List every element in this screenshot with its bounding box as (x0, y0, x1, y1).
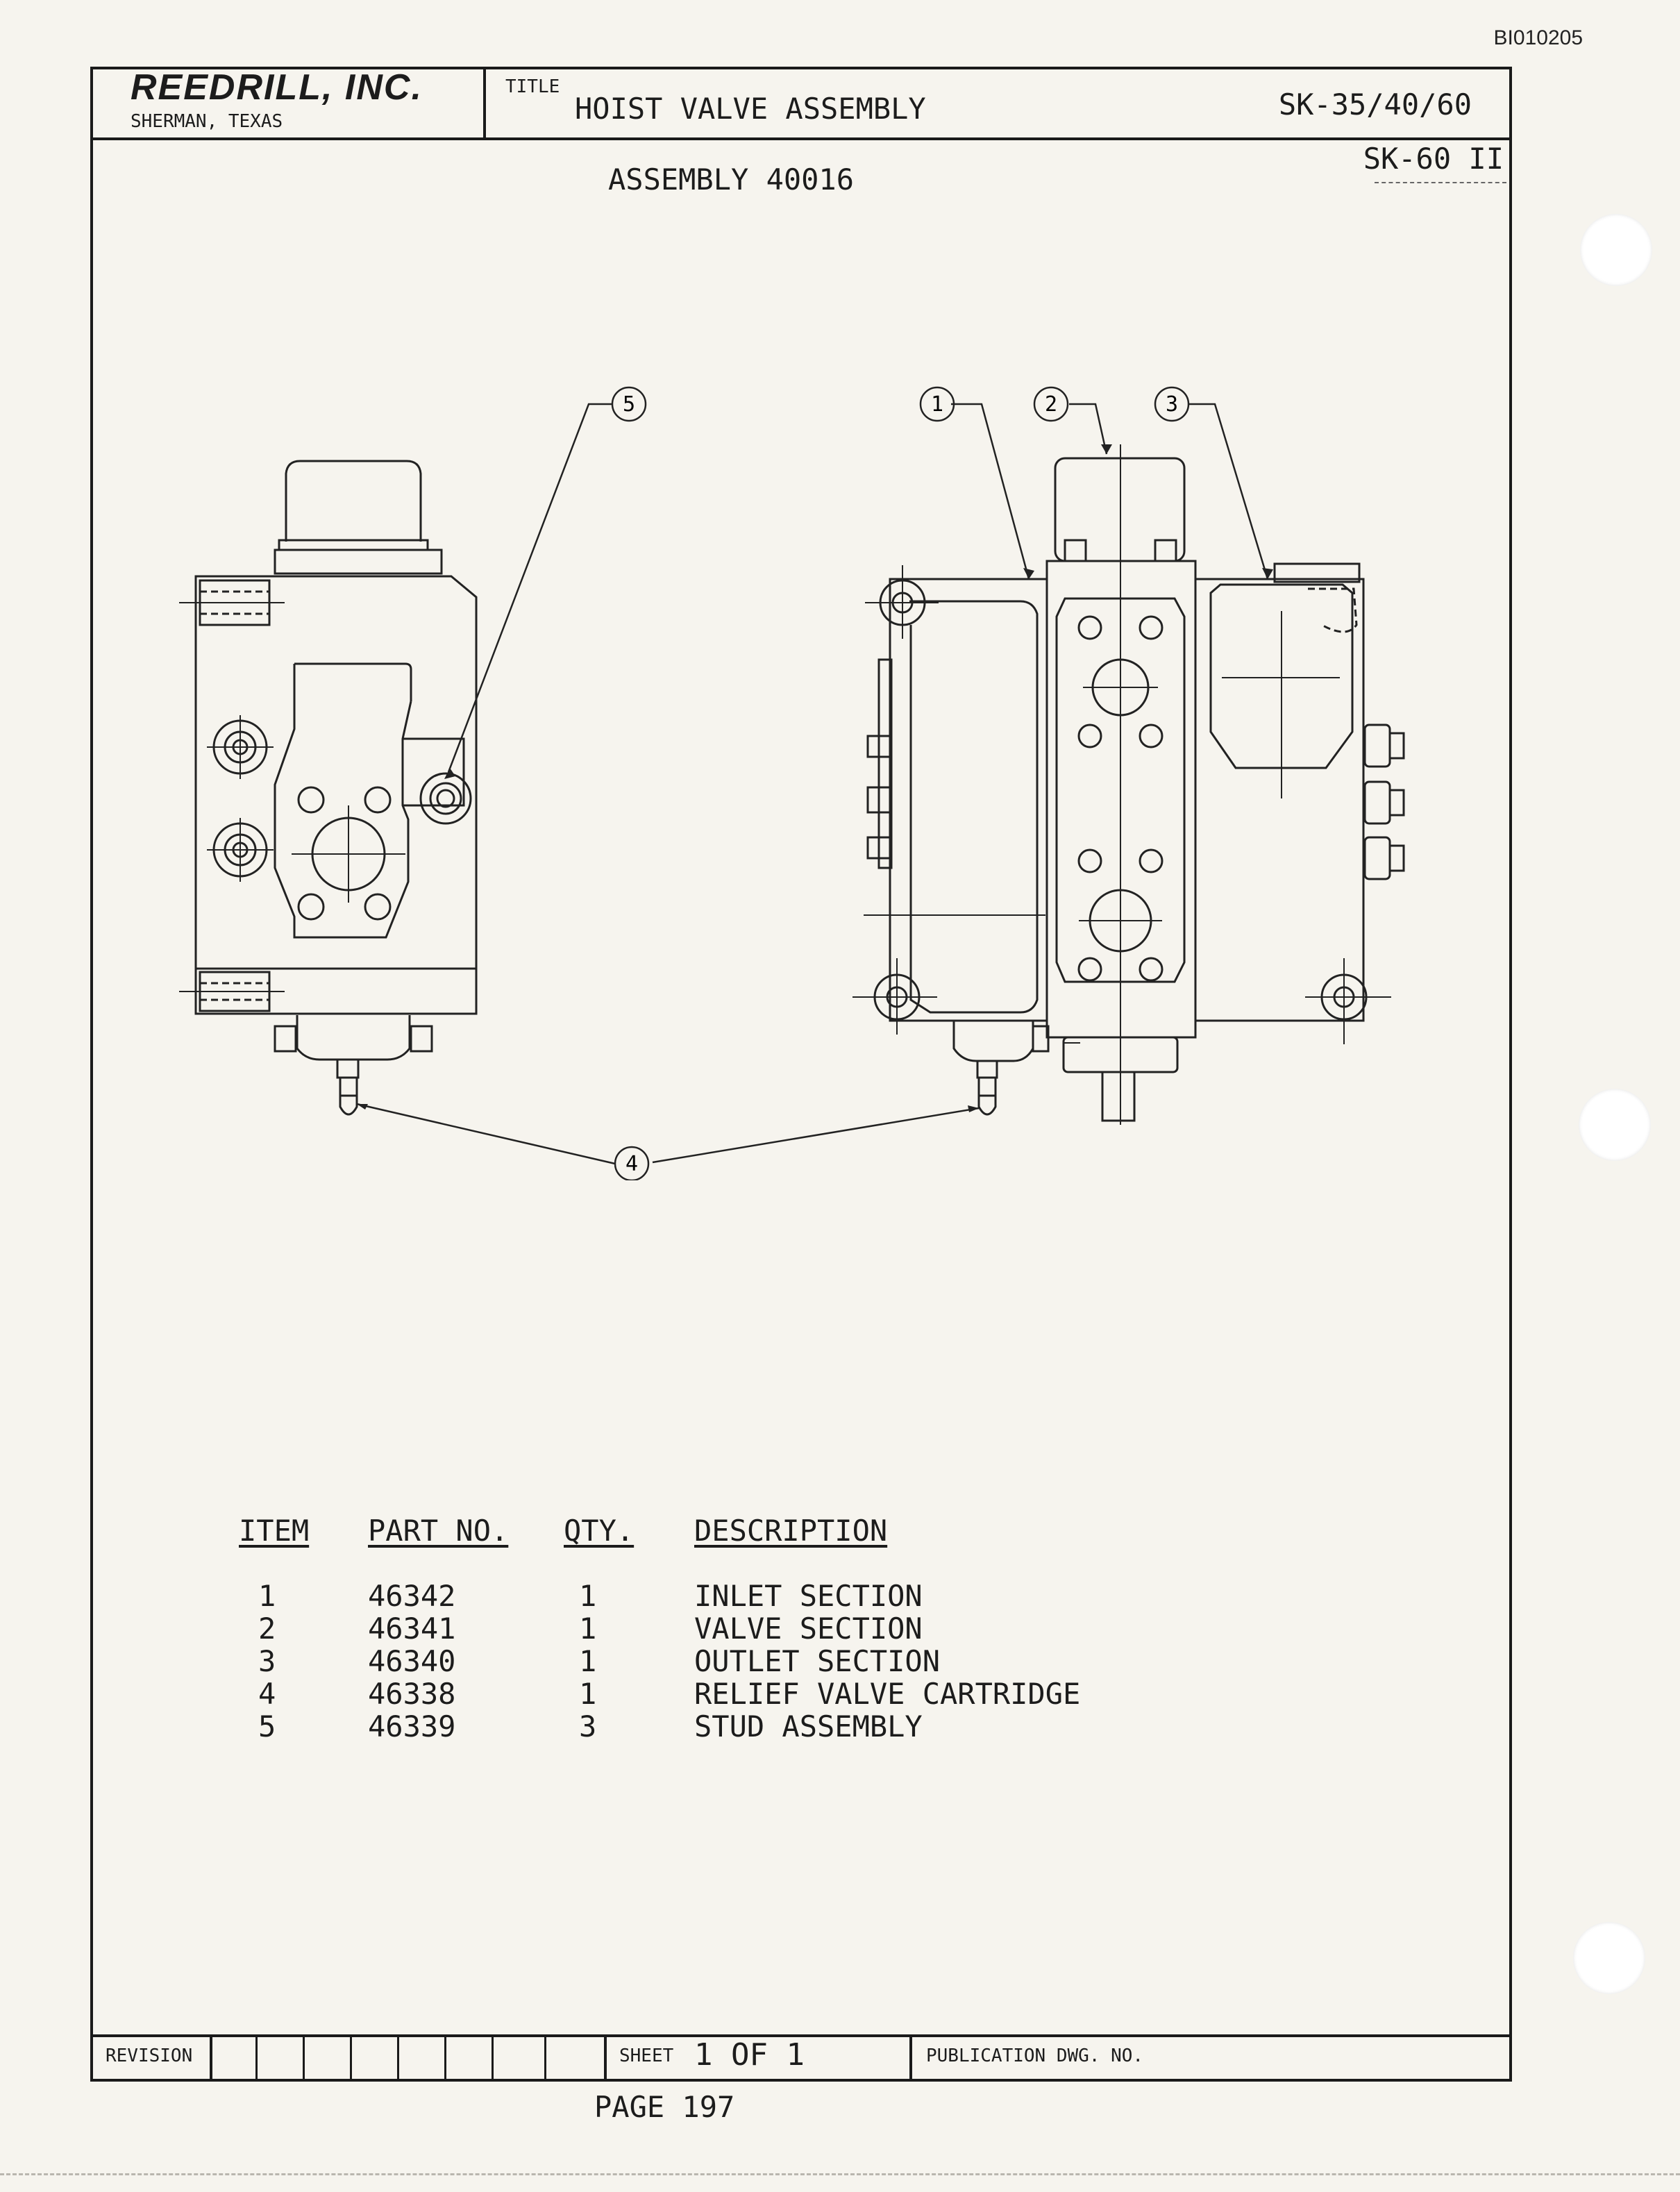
valve-drawing: 5 1 2 3 4 (179, 386, 1405, 1180)
row-qty: 1 (579, 1644, 597, 1678)
revision-box (544, 2034, 546, 2082)
row-item: 1 (258, 1579, 276, 1613)
drawing-frame (90, 67, 1512, 2082)
revision-divider (210, 2034, 212, 2082)
row-description: OUTLET SECTION (694, 1644, 941, 1678)
revision-label: REVISION (106, 2045, 193, 2066)
punch-hole (1573, 1922, 1645, 1994)
row-part-no: 46342 (368, 1579, 456, 1613)
sheet-divider (604, 2034, 607, 2082)
revision-box (444, 2034, 446, 2082)
revision-box (255, 2034, 258, 2082)
model-numbers: SK-35/40/60 (1278, 87, 1472, 122)
row-part-no: 46340 (368, 1644, 456, 1678)
row-qty: 1 (579, 1677, 597, 1711)
row-description: STUD ASSEMBLY (694, 1709, 923, 1743)
callout-3: 3 (1154, 386, 1190, 422)
document-id: BI010205 (1493, 26, 1583, 49)
row-item: 5 (258, 1709, 276, 1743)
callout-label-5: 5 (623, 392, 635, 417)
row-item: 3 (258, 1644, 276, 1678)
callout-1: 1 (919, 386, 955, 422)
revision-box (492, 2034, 494, 2082)
model-secondary-underline (1375, 182, 1506, 183)
callout-2: 2 (1033, 386, 1069, 422)
row-part-no: 46338 (368, 1677, 456, 1711)
callout-label-3: 3 (1166, 392, 1178, 417)
revision-box (397, 2034, 399, 2082)
header-item: ITEM (239, 1514, 310, 1548)
header-column-divider (483, 67, 486, 139)
callout-label-1: 1 (931, 392, 943, 417)
callout-label-2: 2 (1045, 392, 1057, 417)
publication-divider (909, 2034, 912, 2082)
callout-5: 5 (611, 386, 647, 422)
revision-box (350, 2034, 352, 2082)
footer-divider (90, 2034, 1512, 2037)
sheet-label: SHEET (619, 2045, 674, 2066)
company-location: SHERMAN, TEXAS (131, 111, 283, 132)
header-description: DESCRIPTION (694, 1514, 888, 1548)
sheet-value: 1 OF 1 (694, 2037, 805, 2073)
row-qty: 1 (579, 1579, 597, 1613)
publication-label: PUBLICATION DWG. NO. (926, 2045, 1144, 2066)
row-description: INLET SECTION (694, 1579, 923, 1613)
row-qty: 1 (579, 1612, 597, 1646)
punch-hole (1580, 214, 1652, 286)
page-edge-line (0, 2173, 1680, 2175)
callout-leaders (356, 403, 1269, 1165)
row-item: 2 (258, 1612, 276, 1646)
row-description: RELIEF VALVE CARTRIDGE (694, 1677, 1081, 1711)
revision-box (303, 2034, 305, 2082)
assembly-number: ASSEMBLY 40016 (608, 162, 855, 196)
front-view (852, 444, 1405, 1125)
row-qty: 3 (579, 1709, 597, 1743)
company-name: REEDRILL, INC. (131, 67, 423, 108)
callout-label-4: 4 (625, 1152, 638, 1176)
callouts: 5 1 2 3 4 (611, 386, 1190, 1180)
header-part-no: PART NO. (368, 1514, 509, 1548)
model-secondary: SK-60 II (1363, 142, 1504, 176)
title-label: TITLE (505, 76, 560, 97)
header-qty: QTY. (564, 1514, 635, 1548)
header-divider (90, 137, 1512, 140)
side-view (179, 460, 478, 1116)
drawing-title: HOIST VALVE ASSEMBLY (575, 92, 926, 126)
row-item: 4 (258, 1677, 276, 1711)
row-part-no: 46339 (368, 1709, 456, 1743)
row-description: VALVE SECTION (694, 1612, 923, 1646)
page-number: PAGE 197 (594, 2090, 735, 2124)
callout-4: 4 (614, 1146, 650, 1180)
punch-hole (1579, 1089, 1651, 1161)
row-part-no: 46341 (368, 1612, 456, 1646)
